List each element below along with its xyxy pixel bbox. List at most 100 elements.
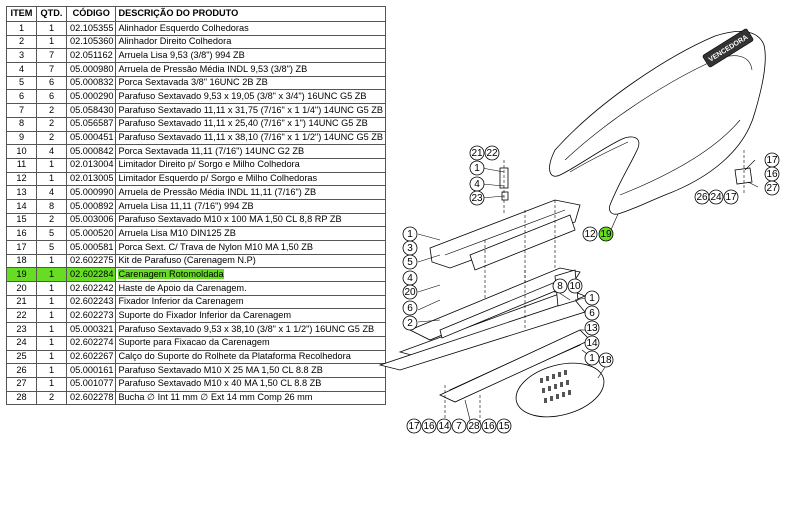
callout-label: 16 <box>483 421 495 432</box>
cell-descricao: Parafuso Sextavado M10 x 100 MA 1,50 CL … <box>115 212 387 228</box>
cell-item: 14 <box>6 198 37 214</box>
cell-item: 13 <box>6 185 37 200</box>
leader-lines <box>417 159 759 421</box>
callout-label: 15 <box>498 421 510 432</box>
cell-codigo: 05.000581 <box>65 240 117 255</box>
callout-4: 4 <box>469 176 485 192</box>
callout-label: 17 <box>408 421 420 432</box>
cell-qtd: 1 <box>36 267 67 283</box>
cell-qtd: 1 <box>36 21 67 36</box>
cell-codigo: 05.056587 <box>65 116 117 132</box>
cell-qtd: 8 <box>36 198 67 214</box>
cell-qtd: 1 <box>36 335 67 351</box>
cell-codigo: 05.003006 <box>65 212 117 228</box>
callout-label: 6 <box>407 303 413 314</box>
callout-label: 1 <box>589 353 595 364</box>
callout-label: 14 <box>438 421 450 432</box>
cell-descricao: Arruela de Pressão Média INDL 11,11 (7/1… <box>115 185 387 200</box>
callout-6: 6 <box>584 305 600 321</box>
callout-17: 17 <box>764 152 780 168</box>
cell-qtd: 1 <box>36 171 67 187</box>
cell-item: 21 <box>6 294 37 310</box>
suporte-fixador-assembly <box>499 160 509 215</box>
callout-18: 18 <box>598 352 614 368</box>
cell-codigo: 02.013004 <box>65 157 117 173</box>
cell-codigo: 02.013005 <box>65 171 117 187</box>
callout-1: 1 <box>584 290 600 306</box>
callout-label: 2 <box>407 318 413 329</box>
cell-codigo: 05.000990 <box>65 185 117 200</box>
cell-descricao: Suporte do Fixador Inferior da Carenagem <box>115 308 387 324</box>
callout-21: 21 <box>469 145 485 161</box>
kit-parafuso-image <box>515 362 605 418</box>
cell-qtd: 2 <box>36 130 67 146</box>
cell-item: 2 <box>6 34 37 50</box>
cell-item: 1 <box>6 21 37 36</box>
cell-descricao: Porca Sext. C/ Trava de Nylon M10 MA 1,5… <box>115 240 387 255</box>
cell-item: 12 <box>6 171 37 187</box>
cell-item: 9 <box>6 130 37 146</box>
cell-qtd: 7 <box>36 48 67 64</box>
cell-codigo: 02.105355 <box>65 21 117 36</box>
suporte-fixacao-assembly <box>734 150 753 195</box>
callout-7: 7 <box>451 418 467 434</box>
cell-descricao: Suporte para Fixacao da Carenagem <box>115 335 387 351</box>
header-qtd: QTD. <box>36 6 67 22</box>
callout-label: 4 <box>407 273 413 284</box>
cell-codigo: 05.000451 <box>65 130 117 146</box>
callout-17: 17 <box>406 418 422 434</box>
callout-16: 16 <box>481 418 497 434</box>
callout-2: 2 <box>402 315 418 331</box>
callout-17: 17 <box>723 189 739 205</box>
cell-item: 23 <box>6 322 37 337</box>
cell-codigo: 05.058430 <box>65 103 117 118</box>
cell-qtd: 5 <box>36 226 67 241</box>
highlighted-description: Carenagem Rotomoldada <box>118 268 224 279</box>
cell-item: 5 <box>6 75 37 91</box>
callout-label: 1 <box>474 163 480 174</box>
callout-16: 16 <box>421 418 437 434</box>
cell-descricao: Alinhador Direito Colhedora <box>115 34 387 50</box>
cell-codigo: 02.602273 <box>65 308 117 324</box>
callout-label: 18 <box>600 355 612 366</box>
cell-qtd: 1 <box>36 349 67 365</box>
callout-label: 16 <box>423 421 435 432</box>
cell-descricao: Haste de Apoio da Carenagem. <box>115 281 387 296</box>
cell-qtd: 5 <box>36 240 67 255</box>
cell-item: 8 <box>6 116 37 132</box>
callout-label: 4 <box>474 179 480 190</box>
cell-qtd: 1 <box>36 376 67 392</box>
callout-27: 27 <box>764 180 780 196</box>
callout-20: 20 <box>402 284 418 300</box>
cell-descricao: Parafuso Sextavado M10 x 40 MA 1,50 CL 8… <box>115 376 387 392</box>
callout-8: 8 <box>552 278 568 294</box>
cell-qtd: 2 <box>36 103 67 118</box>
cell-item: 18 <box>6 253 37 269</box>
callout-label: 28 <box>468 421 480 432</box>
cell-codigo: 02.602267 <box>65 349 117 365</box>
cell-codigo: 02.602275 <box>65 253 117 269</box>
header-item: ITEM <box>6 6 37 22</box>
cell-item: 24 <box>6 335 37 351</box>
callout-23: 23 <box>469 190 485 206</box>
callout-1: 1 <box>584 350 600 366</box>
callout-5: 5 <box>402 254 418 270</box>
